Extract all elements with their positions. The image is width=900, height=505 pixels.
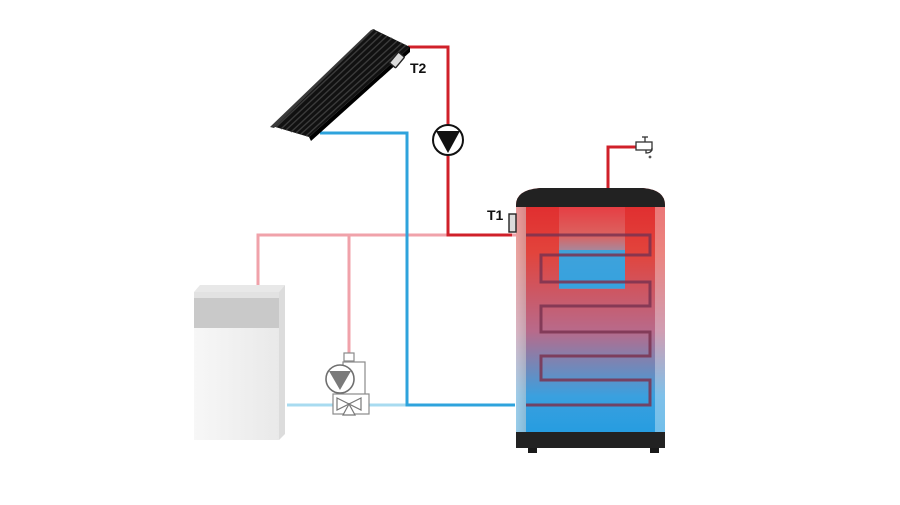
tank-sensor-icon xyxy=(508,213,517,233)
solar-collector-icon xyxy=(270,29,410,141)
hot-water-tank-icon xyxy=(516,188,665,453)
collector-sensor-label: T2 xyxy=(410,60,427,76)
collector-sensor-icon xyxy=(389,51,405,69)
boiler-pump-icon xyxy=(325,364,355,394)
circulation-pump-icon xyxy=(432,124,464,156)
hot-water-tap-icon xyxy=(635,136,653,159)
boiler-icon xyxy=(194,285,285,440)
solar-return-pipe xyxy=(320,131,515,407)
heat-exchanger-coil xyxy=(526,233,652,407)
boiler-flow-pipe xyxy=(256,233,548,287)
tank-sensor-label: T1 xyxy=(487,207,504,223)
hot-water-outlet-pipe xyxy=(606,145,636,192)
boiler-pipes xyxy=(256,233,548,407)
